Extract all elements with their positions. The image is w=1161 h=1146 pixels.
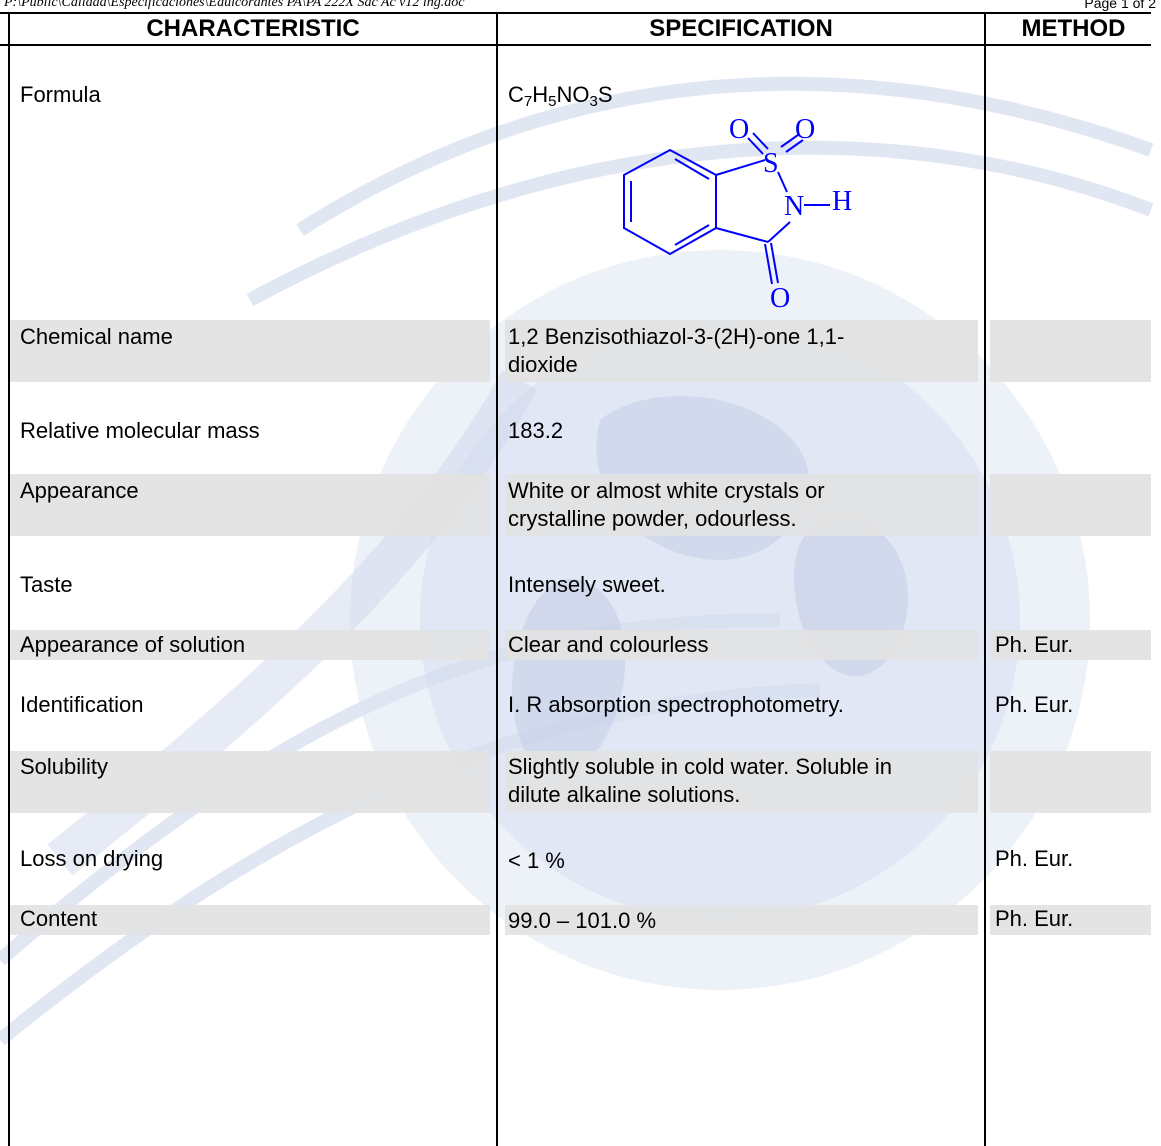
characteristic-appearance-of-solution: Appearance of solution [20, 632, 246, 657]
method-content: Ph. Eur. [995, 906, 1074, 931]
characteristic-molecular-mass: Relative molecular mass [20, 418, 260, 443]
characteristic-taste: Taste [20, 572, 73, 597]
column-header-characteristic: CHARACTERISTIC [146, 15, 360, 42]
table-top-border [0, 12, 1151, 14]
row-shade [10, 905, 490, 935]
table-left-border [8, 12, 10, 1146]
characteristic-appearance: Appearance [20, 478, 139, 503]
characteristic-chemical-name: Chemical name [20, 324, 173, 349]
row-shade [10, 630, 490, 660]
method-identification: Ph. Eur. [995, 692, 1074, 717]
row-shade [990, 905, 1151, 935]
spec-appearance-of-solution: Clear and colourless [508, 632, 709, 657]
file-path: P:\Public\Calidad\Especificaciones\Edulc… [4, 0, 465, 10]
hydrogen-atom: H [832, 186, 853, 217]
method-loss-on-drying: Ph. Eur. [995, 846, 1074, 871]
oxygen-atom-left: O [729, 114, 749, 145]
characteristic-identification: Identification [20, 692, 144, 717]
row-shade [505, 474, 978, 536]
row-shade [990, 751, 1151, 813]
page-number: Page 1 of 2 [1084, 0, 1156, 11]
oxygen-atom-bottom: O [770, 283, 790, 314]
sulfur-atom: S [763, 148, 779, 179]
header-bottom-border [0, 44, 1151, 46]
row-shade [990, 320, 1151, 382]
spec-solubility-line1: Slightly soluble in cold water. Soluble … [508, 754, 893, 779]
row-shade [990, 474, 1151, 536]
characteristic-content: Content [20, 906, 98, 931]
spec-molecular-mass: 183.2 [508, 418, 564, 443]
column-divider-2 [984, 12, 986, 1146]
row-shade [505, 751, 978, 813]
row-shade [10, 474, 490, 536]
spec-taste: Intensely sweet. [508, 572, 666, 597]
row-shade [505, 630, 978, 660]
spec-content: 99.0 – 101.0 % [508, 908, 657, 933]
spec-appearance-line1: White or almost white crystals or [508, 478, 825, 503]
characteristic-loss-on-drying: Loss on drying [20, 846, 164, 871]
document-header: P:\Public\Calidad\Especificaciones\Edulc… [0, 0, 1156, 14]
row-shade [10, 320, 490, 382]
row-shade [505, 320, 978, 382]
spec-chemical-name-line1: 1,2 Benzisothiazol-3-(2H)-one 1,1- [508, 324, 845, 349]
characteristic-solubility: Solubility [20, 754, 109, 779]
spec-solubility-line2: dilute alkaline solutions. [508, 782, 741, 807]
oxygen-atom-right: O [795, 114, 815, 145]
characteristic-formula: Formula [20, 82, 101, 107]
row-shade [505, 905, 978, 935]
row-shade [990, 630, 1151, 660]
spec-chemical-name-line2: dioxide [508, 352, 578, 377]
method-appearance-of-solution: Ph. Eur. [995, 632, 1074, 657]
column-header-method: METHOD [1021, 15, 1126, 42]
row-shade [10, 751, 490, 813]
spec-appearance-line2: crystalline powder, odourless. [508, 506, 797, 531]
nitrogen-atom: N [784, 191, 804, 222]
saccharin-structure-diagram: O O S N O [623, 114, 830, 314]
molecular-formula: C7H5NO3S [508, 82, 613, 110]
spec-identification: I. R absorption spectrophotometry. [508, 692, 844, 717]
spec-loss-on-drying: < 1 % [508, 848, 565, 873]
column-header-specification: SPECIFICATION [649, 15, 833, 42]
column-divider-1 [496, 12, 498, 1146]
